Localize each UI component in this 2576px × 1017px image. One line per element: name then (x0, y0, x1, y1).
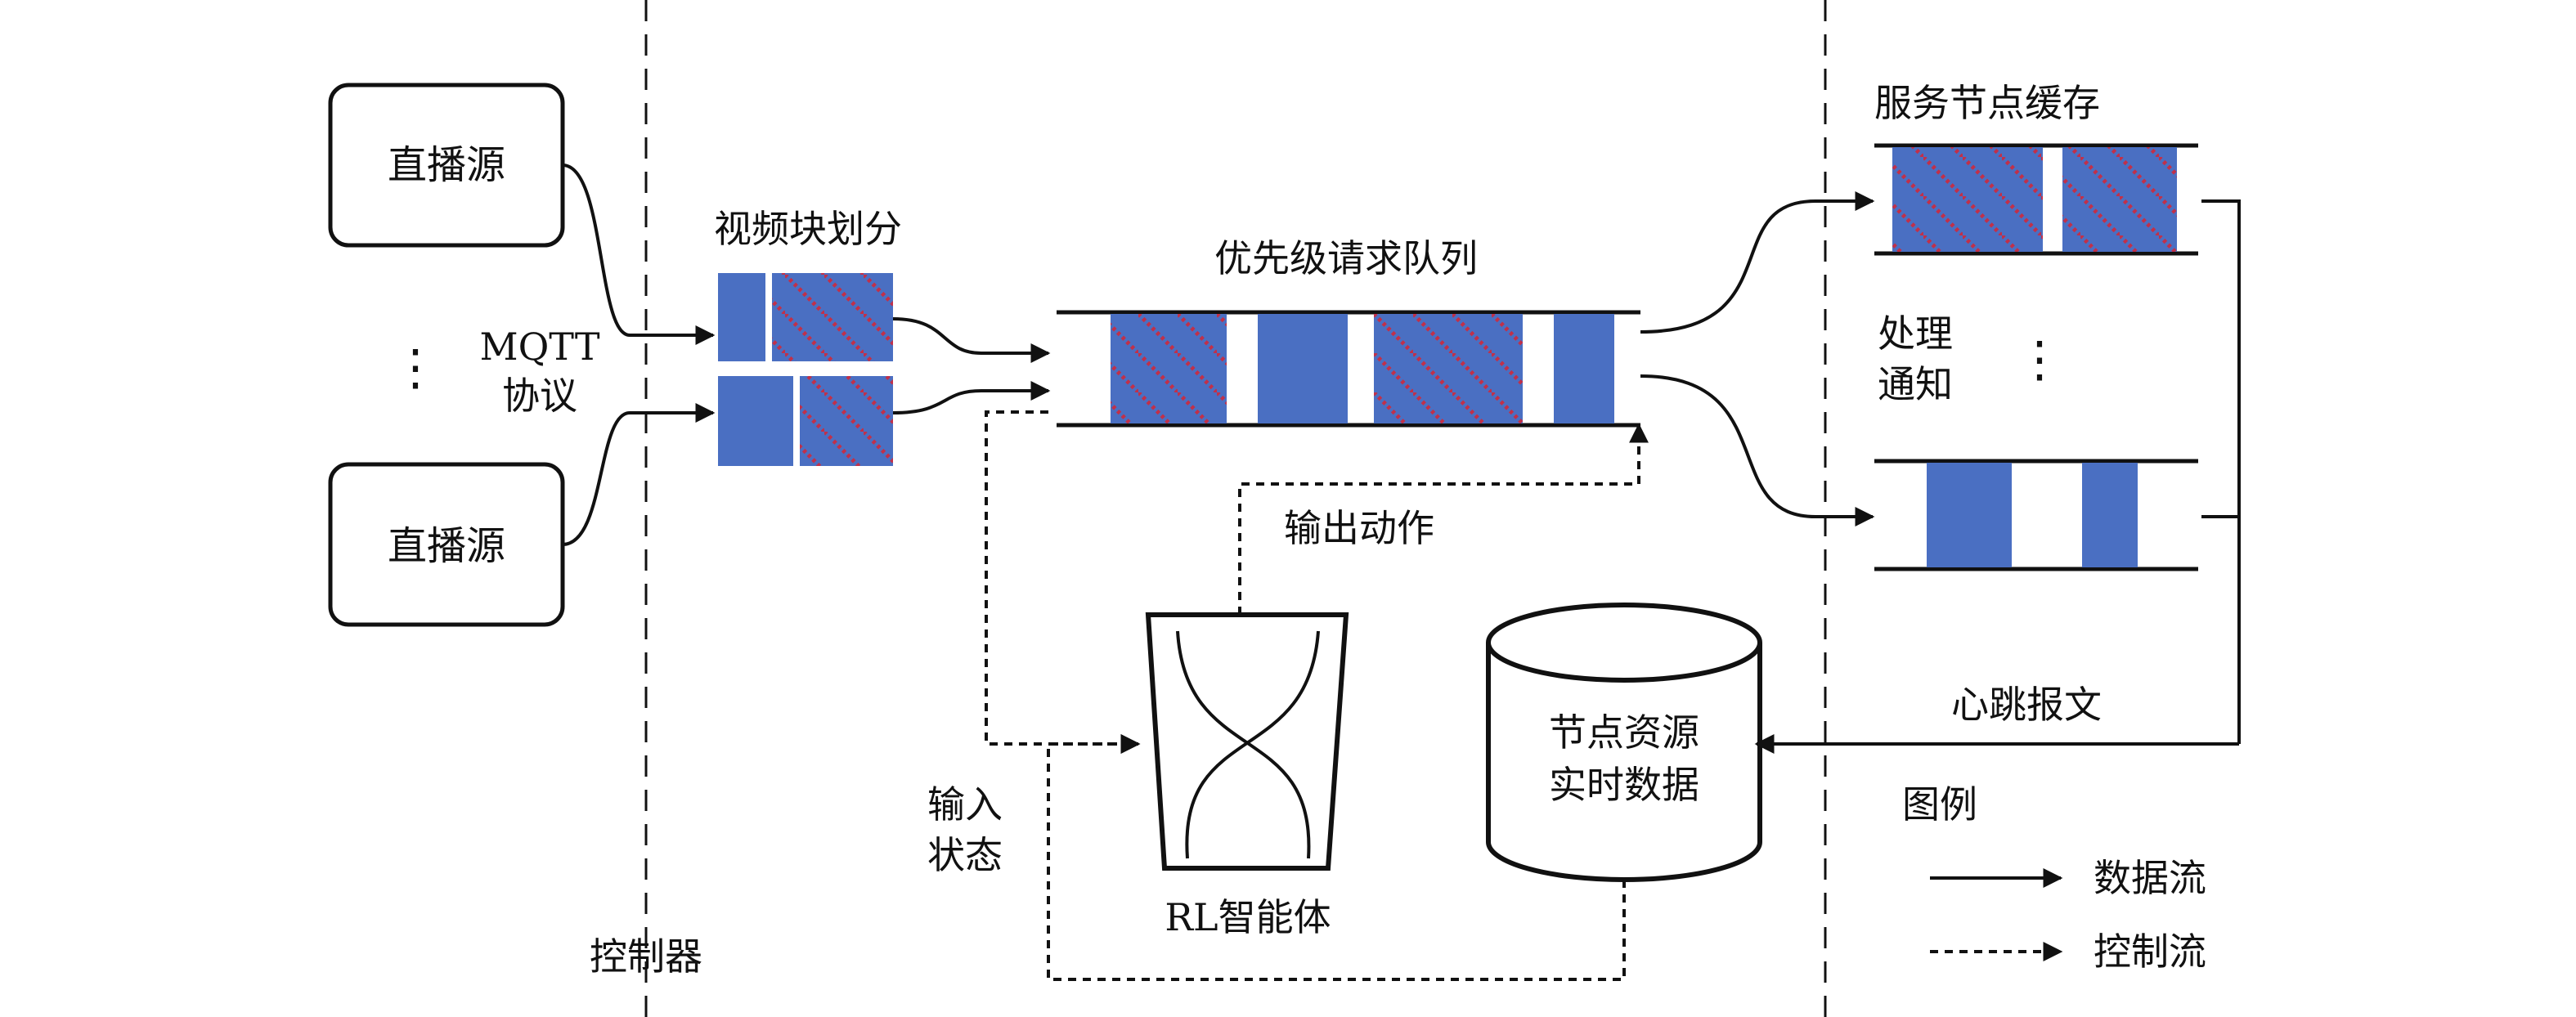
controller-label: 控制器 (590, 934, 702, 979)
mqtt-protocol-line1: MQTT (479, 325, 599, 369)
mqtt-protocol-line2: 协议 (502, 374, 577, 418)
data-flow-arrow-queue-bottom (1640, 374, 1875, 526)
cache-block-hatched-2 (2062, 147, 2177, 252)
control-flow-queue-to-agent (985, 410, 1141, 754)
control-flow-output-action (1238, 423, 1649, 615)
rl-agent-label: RL智能体 (1165, 895, 1331, 939)
data-flow-arrow-chunk-top (892, 317, 1051, 363)
database-label-line2: 实时数据 (1549, 763, 1699, 807)
control-flow-db-to-agent (1047, 734, 1626, 981)
cache-block-solid-1 (1927, 463, 2012, 567)
input-state-line2: 状态 (927, 833, 1003, 877)
chunk-block-solid-bottom (718, 376, 793, 466)
data-flow-arrow-source-top (562, 164, 716, 345)
service-node-cache-label: 服务节点缓存 (1874, 81, 2100, 125)
chunk-partition-label: 视频块划分 (714, 207, 902, 251)
data-flow-arrow-source-bottom (562, 403, 716, 546)
output-action-label: 输出动作 (1284, 506, 1434, 550)
data-flow-arrow-queue-top (1640, 191, 1875, 334)
live-source-label-bottom: 直播源 (388, 523, 505, 569)
queue-block-hatched-1 (1111, 314, 1227, 423)
input-state-line1: 输入 (927, 782, 1003, 827)
data-flow-arrow-chunk-bottom (892, 381, 1051, 414)
legend-data-flow-label: 数据流 (2094, 856, 2206, 900)
priority-queue-label: 优先级请求队列 (1214, 236, 1478, 280)
rl-agent-curve-2 (1185, 630, 1320, 859)
queue-block-solid-2 (1554, 314, 1614, 423)
heartbeat-bracket (2201, 199, 2241, 744)
queue-block-solid-1 (1258, 314, 1348, 423)
queue-block-hatched-2 (1374, 314, 1523, 423)
chunk-block-hatched-top (772, 273, 893, 361)
chunk-block-small-top (718, 273, 765, 361)
cache-ellipsis: ⋮ (2015, 331, 2064, 388)
database-label-line1: 节点资源 (1549, 710, 1699, 755)
legend-control-flow-label: 控制流 (2094, 930, 2206, 974)
rl-agent-curve-1 (1176, 630, 1311, 859)
processing-notify-line2: 通知 (1878, 362, 1953, 406)
cache-block-hatched-1 (1892, 147, 2043, 252)
rl-agent-body (1145, 612, 1349, 871)
processing-notify-line1: 处理 (1878, 311, 1953, 356)
heartbeat-label: 心跳报文 (1951, 683, 2102, 727)
database-cylinder-top (1486, 603, 1762, 683)
legend-title: 图例 (1902, 782, 1977, 827)
legend: 图例 数据流 控制流 (1902, 782, 2206, 974)
live-source-label-top: 直播源 (388, 142, 505, 188)
cache-block-solid-2 (2082, 463, 2138, 567)
chunk-block-hatched-bottom (800, 376, 893, 466)
source-ellipsis: ⋮ (391, 339, 440, 396)
database-cylinder-body (1486, 643, 1762, 882)
